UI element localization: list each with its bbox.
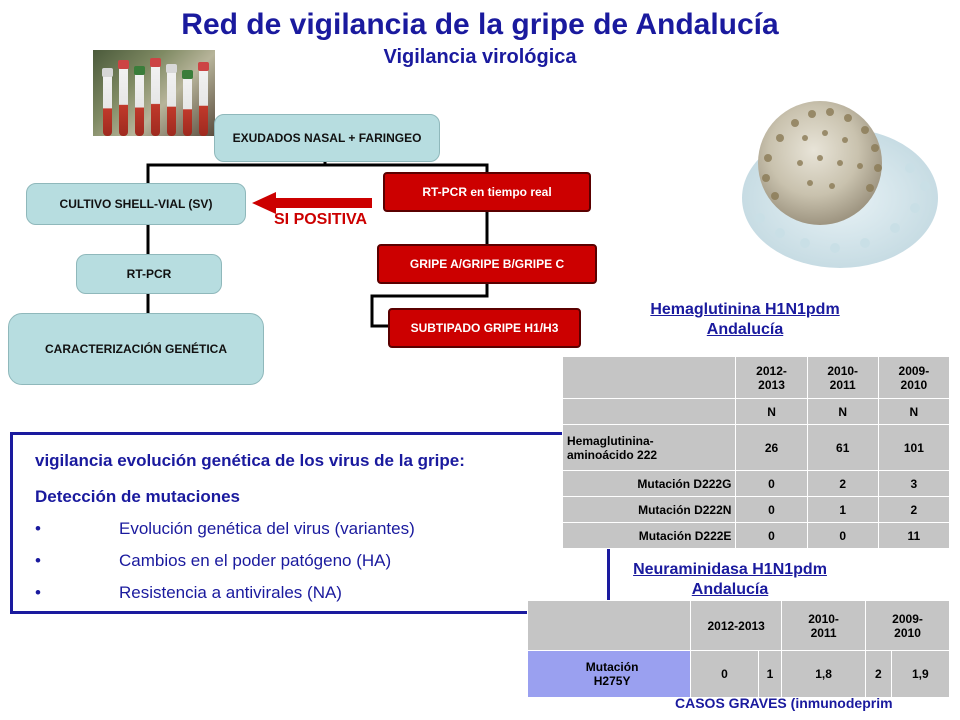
table-header-cell: 2010- 2011 (806, 356, 879, 399)
hemaglutinina-title-line1: Hemaglutinina H1N1pdm (650, 301, 840, 318)
subtipado-box: SUBTIPADO GRIPE H1/H3 (388, 308, 581, 348)
bullet-text: Cambios en el poder patógeno (HA) (119, 551, 392, 570)
table-corner-cell (561, 356, 737, 399)
gripe-abc-box: GRIPE A/GRIPE B/GRIPE C (377, 244, 597, 284)
table-cell: 0 (735, 496, 808, 523)
page-subtitle: Vigilancia virológica (383, 46, 577, 68)
si-positiva-label: SI POSITIVA (274, 211, 368, 228)
si-positiva-arrow (252, 192, 372, 214)
table-row-label: Mutación H275Y (526, 650, 692, 698)
table-row: Mutación H275Y 0 1 1,8 2 1,9 (526, 650, 951, 698)
subtipado-label: SUBTIPADO GRIPE H1/H3 (410, 321, 559, 335)
page-title: Red de vigilancia de la gripe de Andaluc… (181, 8, 779, 41)
table-header-row: 2012- 2013 2010- 2011 2009- 2010 (561, 356, 951, 399)
surveillance-infobox: vigilancia evolución genética de los vir… (10, 432, 610, 614)
cultivo-box: CULTIVO SHELL-VIAL (SV) (26, 183, 246, 225)
table-cell: 0 (735, 470, 808, 497)
gripe-abc-label: GRIPE A/GRIPE B/GRIPE C (409, 257, 565, 271)
infobox-heading: vigilancia evolución genética de los vir… (35, 451, 465, 470)
caracterizacion-label: CARACTERIZACIÓN GENÉTICA (45, 342, 227, 356)
table-cell: N (735, 398, 808, 425)
table-cell: 0 (806, 522, 879, 549)
infobox-subheading: Detección de mutaciones (35, 487, 241, 506)
virus-illustration (742, 101, 938, 268)
table-cell: 101 (877, 424, 951, 471)
exudados-label: EXUDADOS NASAL + FARINGEO (232, 131, 422, 145)
table-header-cell: 2010- 2011 (781, 600, 867, 651)
table-header-cell: 2012- 2013 (735, 356, 808, 399)
neuraminidasa-title-line1: Neuraminidasa H1N1pdm (633, 561, 827, 578)
neuraminidasa-table: 2012-2013 2010- 2011 2009- 2010 Mutación… (526, 600, 951, 698)
table-cell (561, 398, 737, 425)
bullet-dot: • (35, 519, 41, 538)
hemaglutinina-title-line2: Andalucía (706, 321, 784, 338)
hemaglutinina-title: Hemaglutinina H1N1pdm Andalucía (600, 300, 890, 340)
table-cell: 11 (877, 522, 951, 549)
rtpcr-real-box: RT-PCR en tiempo real (383, 172, 591, 212)
connector-gripe-subtipado (370, 284, 489, 328)
exudados-box: EXUDADOS NASAL + FARINGEO (214, 114, 440, 162)
table-row-label: Hemaglutinina- aminoácido 222 (561, 424, 737, 471)
table-cell: 1,9 (890, 650, 951, 698)
table-cell: 1 (757, 650, 783, 698)
table-header-row: 2012-2013 2010- 2011 2009- 2010 (526, 600, 950, 651)
table-cell: 2 (865, 650, 892, 698)
neuraminidasa-title-line2: Andalucía (691, 581, 769, 598)
table-row: Mutación D222N 0 1 2 (561, 496, 951, 523)
neuraminidasa-title: Neuraminidasa H1N1pdm Andalucía (570, 560, 890, 600)
table-corner-cell (526, 600, 692, 651)
bullet-dot: • (35, 551, 41, 570)
bullet-text: Resistencia a antivirales (NA) (119, 583, 342, 602)
rtpcr-label: RT-PCR (126, 267, 172, 281)
table-row-label: Mutación D222G (561, 470, 737, 497)
casos-graves-label: CASOS GRAVES (inmunodeprim (675, 695, 893, 711)
table-row: Hemaglutinina- aminoácido 222 26 61 101 (561, 424, 951, 471)
table-header-cell: 2009- 2010 (877, 356, 951, 399)
table-header-cell: 2012-2013 (690, 600, 783, 651)
table-row: Mutación D222E 0 0 11 (561, 522, 951, 549)
bullet-text: Evolución genética del virus (variantes) (119, 519, 415, 538)
table-cell: 2 (806, 470, 879, 497)
caracterizacion-box: CARACTERIZACIÓN GENÉTICA (8, 313, 264, 385)
table-row-label: Mutación D222E (561, 522, 737, 549)
connector-exudados-rtpcr (325, 163, 489, 172)
table-row: N N N (561, 398, 951, 425)
table-cell: 0 (690, 650, 759, 698)
table-row: Mutación D222G 0 2 3 (561, 470, 951, 497)
table-row-label: Mutación D222N (561, 496, 737, 523)
table-cell: 61 (806, 424, 879, 471)
table-cell: 1,8 (781, 650, 867, 698)
rtpcr-box: RT-PCR (76, 254, 222, 294)
table-header-cell: 2009- 2010 (865, 600, 950, 651)
table-cell: 3 (877, 470, 951, 497)
hemaglutinina-table: 2012- 2013 2010- 2011 2009- 2010 N N N H… (561, 356, 951, 549)
table-cell: 0 (735, 522, 808, 549)
table-cell: N (877, 398, 951, 425)
sample-tubes-photo (93, 50, 215, 136)
table-cell: 26 (735, 424, 808, 471)
table-cell: 1 (806, 496, 879, 523)
table-cell: N (806, 398, 879, 425)
bullet-dot: • (35, 583, 41, 602)
cultivo-label: CULTIVO SHELL-VIAL (SV) (59, 197, 213, 211)
table-cell: 2 (877, 496, 951, 523)
rtpcr-real-label: RT-PCR en tiempo real (422, 185, 552, 199)
